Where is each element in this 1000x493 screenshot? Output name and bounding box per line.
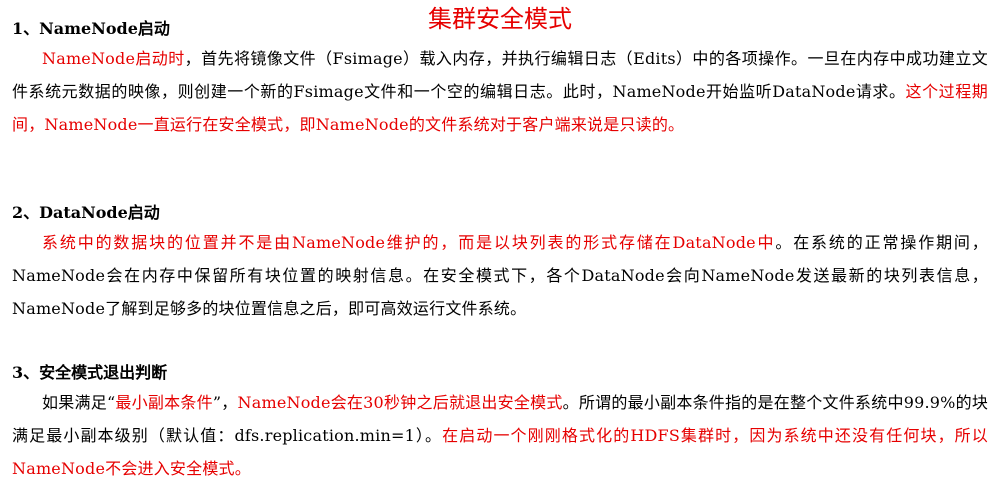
section-paragraph: NameNode启动时，首先将镜像文件（Fsimage）载入内存，并执行编辑日志… [12,42,988,141]
text-run: ”， [212,393,238,412]
text-run: NameNode会在30秒钟之后就退出安全模式 [237,393,563,412]
section-safemode-exit: 3、安全模式退出判断 如果满足“最小副本条件”，NameNode会在30秒钟之后… [12,360,988,485]
section-datanode-startup: 2、DataNode启动 系统中的数据块的位置并不是由NameNode维护的，而… [12,200,988,325]
text-run: 。在系统的正常操作期间，NameNode会在内存中保留所有块位置的映射信息。在安… [12,233,988,318]
section-heading: 3、安全模式退出判断 [12,363,168,382]
text-run: 这个过程期间，NameNode一直运行在安全模式，即NameNode的文件系统对… [12,82,988,134]
text-run: 在启动一个刚刚格式化的HDFS集群时，因为系统中还没有任何块，所以NameNod… [12,426,988,478]
text-run: ，首先将镜像文件（Fsimage）载入内存，并执行编辑日志（Edits）中的各项… [12,49,988,101]
text-run: 如果满足“ [42,393,116,412]
section-heading: 1、NameNode启动 [12,19,170,38]
text-run: 。所谓的最小副本条件指的是在整个文件系统中99.9%的块满足最小副本级别（默认值… [12,393,989,445]
text-run: 系统中的数据块的位置并不是由NameNode维护的，而是以块列表的形式存储在Da… [42,233,776,252]
text-run: NameNode启动时 [42,49,185,68]
section-paragraph: 系统中的数据块的位置并不是由NameNode维护的，而是以块列表的形式存储在Da… [12,226,988,325]
section-paragraph: 如果满足“最小副本条件”，NameNode会在30秒钟之后就退出安全模式。所谓的… [12,386,988,485]
section-namenode-startup: 1、NameNode启动 NameNode启动时，首先将镜像文件（Fsimage… [12,16,988,141]
page-title: 集群安全模式 [428,5,572,33]
section-heading: 2、DataNode启动 [12,203,160,222]
text-run: 最小副本条件 [115,393,213,412]
